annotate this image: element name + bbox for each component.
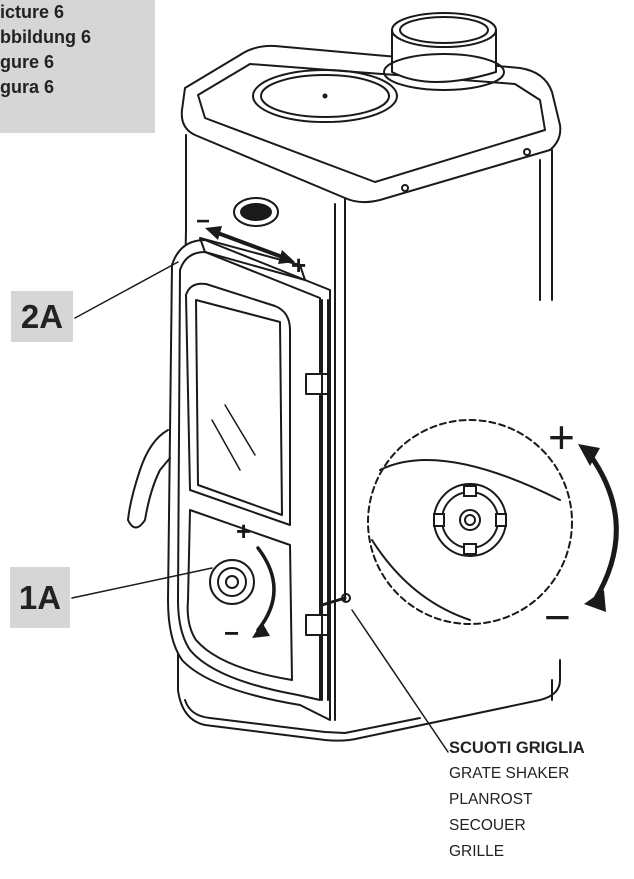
grate-shaker-legend: SCUOTI GRIGLIA GRATE SHAKER PLANROST SEC… (449, 735, 585, 865)
callout-1a: 1A (10, 567, 70, 628)
minus-sign-slider: − (196, 208, 211, 235)
plus-sign-small-knob: + (236, 516, 252, 546)
leader-2a (74, 261, 179, 319)
stove-top-inner (197, 63, 546, 183)
leader-1a (71, 567, 213, 599)
zoom-detail-circle (367, 419, 573, 625)
plus-sign-large: + (548, 411, 575, 463)
rotation-arrow-large-head-top (578, 444, 600, 466)
rotation-arrow-small (256, 546, 276, 632)
knob-spoke (463, 485, 477, 497)
slider-arrow-head-left (205, 226, 222, 240)
brand-badge (233, 197, 279, 227)
legend-item: GRILLE (449, 843, 505, 860)
rotation-arrow-large-head-bottom (584, 590, 606, 612)
callout-2a: 2A (11, 291, 73, 342)
slider-arrow (213, 230, 287, 260)
door-handle (127, 429, 171, 529)
caption-line-4: gura 6 (0, 77, 55, 97)
stove-door (167, 239, 331, 721)
door-glass (185, 282, 291, 526)
minus-sign-large: − (544, 591, 571, 643)
stove-base (177, 659, 561, 742)
plus-sign-slider: + (291, 250, 307, 280)
caption-line-1: icture 6 (0, 2, 65, 22)
rotation-arrow-small-head (252, 622, 270, 638)
minus-sign-small-knob: − (224, 618, 240, 648)
stove-top-cap (180, 44, 562, 204)
leader-grate-shaker (351, 609, 449, 753)
legend-item: PLANROST (449, 791, 533, 808)
caption-line-2: bbildung 6 (0, 27, 91, 47)
rotation-arrow-large (587, 452, 619, 603)
air-slider (199, 237, 306, 281)
figure-caption-box: icture 6 bbildung 6 gure 6 gura 6 (0, 0, 155, 133)
slider-arrow-head-right (278, 250, 295, 264)
air-knob-small (209, 559, 255, 605)
hot-plate (252, 69, 398, 123)
legend-item: GRATE SHAKER (449, 765, 570, 782)
legend-item: SECOUER (449, 817, 526, 834)
legend-title: SCUOTI GRIGLIA (449, 739, 585, 757)
caption-line-3: gure 6 (0, 52, 55, 72)
